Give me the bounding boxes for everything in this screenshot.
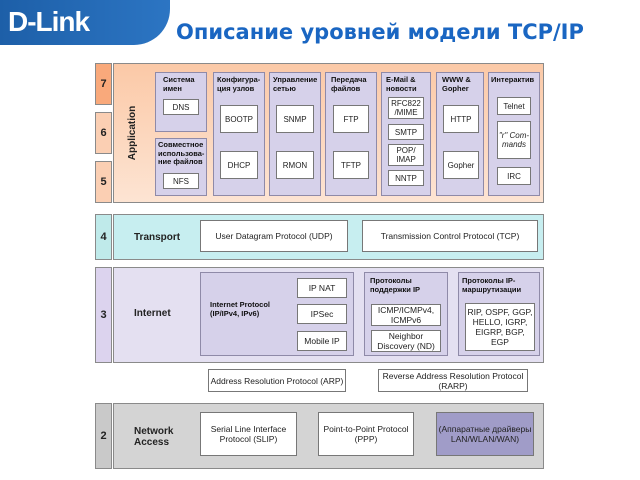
protocol-smtp: SMTP bbox=[388, 124, 424, 140]
network-access-layer-label: Network Access bbox=[134, 426, 174, 448]
protocol-dhcp: DHCP bbox=[220, 151, 258, 179]
protocol-gopher: Gopher bbox=[443, 151, 479, 179]
group-title: Совместное использова-ние файлов bbox=[158, 140, 205, 166]
protocol-mobile-ip: Mobile IP bbox=[297, 331, 347, 351]
protocol-ftp: FTP bbox=[333, 105, 369, 133]
protocol-tcp: Transmission Control Protocol (TCP) bbox=[362, 220, 538, 252]
protocol-neighbor-discovery: Neighbor Discovery (ND) bbox=[371, 330, 441, 352]
group-interactive: Интерактив Telnet "r" Com-mands IRC bbox=[488, 72, 540, 196]
group-title: Управление сетью bbox=[273, 75, 318, 93]
group-title: Internet Protocol (IP/IPv4, IPv6) bbox=[210, 300, 271, 318]
group-name-system: Система имен DNS bbox=[155, 72, 207, 132]
protocol-udp: User Datagram Protocol (UDP) bbox=[200, 220, 348, 252]
protocol-routing-list: RIP, OSPF, GGP, HELLO, IGRP, EIGRP, BGP,… bbox=[465, 303, 535, 351]
group-file-sharing: Совместное использова-ние файлов NFS bbox=[155, 138, 207, 196]
group-title: Система имен bbox=[163, 75, 195, 93]
protocol-tftp: TFTP bbox=[333, 151, 369, 179]
protocol-bootp: BOOTP bbox=[220, 105, 258, 133]
protocol-rfc822-mime: RFC822 /MIME bbox=[388, 97, 424, 119]
layer-number-3: 3 bbox=[95, 267, 112, 363]
layer-number-2: 2 bbox=[95, 403, 112, 469]
layer-number-4: 4 bbox=[95, 214, 112, 260]
protocol-rarp: Reverse Address Resolution Protocol (RAR… bbox=[378, 369, 528, 392]
protocol-nntp: NNTP bbox=[388, 170, 424, 186]
protocol-snmp: SNMP bbox=[276, 105, 314, 133]
hardware-drivers-box: (Аппаратные драйверы LAN/WLAN/WAN) bbox=[436, 412, 534, 456]
group-email-news: E-Mail & новости RFC822 /MIME SMTP POP/ … bbox=[381, 72, 431, 196]
group-title: Протоколы IP-маршрутизации bbox=[462, 276, 522, 294]
page-title: Описание уровней модели TCP/IP bbox=[176, 20, 584, 44]
group-title: E-Mail & новости bbox=[386, 75, 417, 93]
layer-number-7: 7 bbox=[95, 63, 112, 105]
group-internet-protocol: Internet Protocol (IP/IPv4, IPv6) IP NAT… bbox=[200, 272, 354, 356]
internet-layer-label: Internet bbox=[134, 308, 171, 319]
group-network-management: Управление сетью SNMP RMON bbox=[269, 72, 321, 196]
protocol-irc: IRC bbox=[497, 167, 531, 185]
protocol-r-commands: "r" Com-mands bbox=[497, 121, 531, 159]
application-layer-label: Application bbox=[127, 105, 138, 161]
protocol-icmp: ICMP/ICMPv4, ICMPv6 bbox=[371, 304, 441, 326]
group-ip-routing: Протоколы IP-маршрутизации RIP, OSPF, GG… bbox=[458, 272, 540, 356]
group-title: Интерактив bbox=[491, 75, 535, 84]
protocol-ipsec: IPSec bbox=[297, 304, 347, 324]
group-title: Конфигура-ция узлов bbox=[217, 75, 261, 93]
protocol-slip: Serial Line Interface Protocol (SLIP) bbox=[200, 412, 297, 456]
protocol-nfs: NFS bbox=[163, 173, 199, 189]
layer-number-6: 6 bbox=[95, 112, 112, 154]
layer-number-5: 5 bbox=[95, 161, 112, 203]
protocol-pop-imap: POP/ IMAP bbox=[388, 144, 424, 166]
group-ip-support: Протоколы поддержки IP ICMP/ICMPv4, ICMP… bbox=[364, 272, 448, 356]
group-title: Протоколы поддержки IP bbox=[370, 276, 421, 294]
group-title: Передача файлов bbox=[331, 75, 367, 93]
group-host-config: Конфигура-ция узлов BOOTP DHCP bbox=[213, 72, 265, 196]
protocol-dns: DNS bbox=[163, 99, 199, 115]
protocol-telnet: Telnet bbox=[497, 97, 531, 115]
protocol-rmon: RMON bbox=[276, 151, 314, 179]
group-title: WWW & Gopher bbox=[442, 75, 471, 93]
protocol-http: HTTP bbox=[443, 105, 479, 133]
group-www-gopher: WWW & Gopher HTTP Gopher bbox=[436, 72, 484, 196]
logo: D-Link bbox=[8, 6, 90, 37]
protocol-ip-nat: IP NAT bbox=[297, 278, 347, 298]
logo-banner bbox=[0, 0, 170, 45]
group-file-transfer: Передача файлов FTP TFTP bbox=[325, 72, 377, 196]
protocol-arp: Address Resolution Protocol (ARP) bbox=[208, 369, 346, 392]
protocol-ppp: Point-to-Point Protocol (PPP) bbox=[318, 412, 414, 456]
transport-layer-label: Transport bbox=[134, 232, 181, 243]
